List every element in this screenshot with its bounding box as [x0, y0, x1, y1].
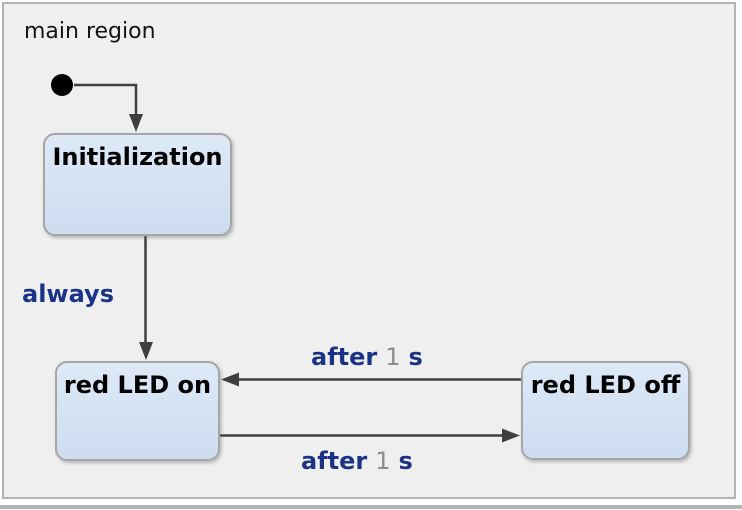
transition-initialization-to-red-led-on[interactable]: [139, 236, 153, 360]
state-name-label: red LED off: [530, 371, 681, 399]
unit-seconds: s: [398, 447, 413, 475]
state-red-led-on[interactable]: red LED on: [55, 361, 220, 461]
arrowhead-down-icon: [139, 342, 153, 360]
value-number: 1: [385, 343, 401, 371]
unit-seconds: s: [408, 343, 423, 371]
transition-label-always[interactable]: always: [22, 280, 114, 308]
state-red-led-off[interactable]: red LED off: [521, 361, 690, 460]
state-name-label: Initialization: [52, 143, 223, 171]
arrow-line: [74, 83, 138, 116]
arrowhead-left-icon: [221, 372, 239, 387]
transition-red-led-off-to-red-led-on[interactable]: [221, 372, 521, 387]
state-initialization[interactable]: Initialization: [43, 133, 232, 236]
value-number: 1: [375, 447, 391, 475]
transition-initial-to-initialization[interactable]: [74, 83, 143, 132]
initial-state-circle[interactable]: [51, 74, 73, 96]
arrowhead-down-icon: [129, 114, 143, 132]
window-bottom-edge: [0, 505, 742, 509]
transition-red-led-on-to-red-led-off[interactable]: [220, 428, 520, 443]
arrowhead-right-icon: [502, 428, 520, 443]
state-name-label: red LED on: [63, 371, 212, 399]
keyword-after: after: [311, 343, 378, 371]
keyword-after: after: [301, 447, 368, 475]
region-label[interactable]: main region: [24, 19, 156, 44]
